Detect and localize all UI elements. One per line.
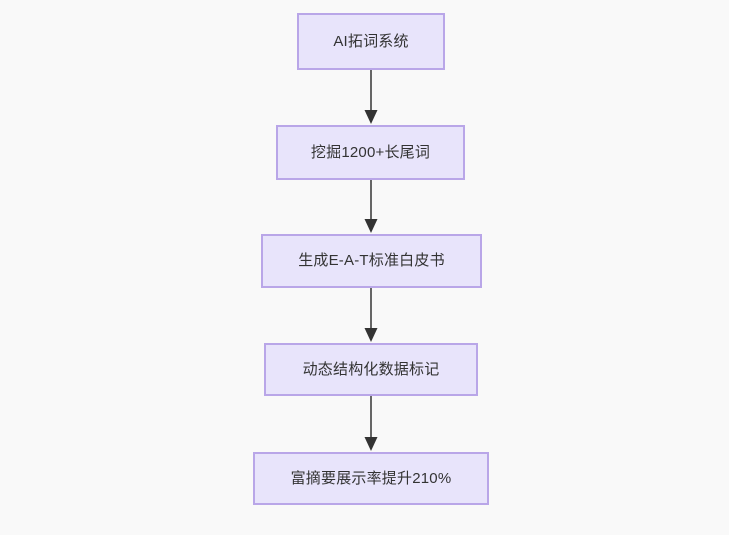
flowchart-node-label: 生成E-A-T标准白皮书 [298,252,445,269]
arrowhead-icon-n2-n3 [364,219,378,233]
flowchart-node-label: 挖掘1200+长尾词 [310,143,431,161]
arrowhead-icon-n1-n2 [364,110,378,124]
flowchart-node-ai-keyword-system[interactable]: AI拓词系统 [297,13,445,70]
flowchart-node-dynamic-structured-data-markup[interactable]: 动态结构化数据标记 [264,343,478,396]
edge-n1-to-n2 [364,70,378,124]
arrowhead-icon-n4-n5 [364,437,378,451]
flowchart-node-rich-snippet-rate-increase[interactable]: 富摘要展示率提升210% [253,452,489,505]
flowchart-node-label: 富摘要展示率提升210% [290,469,452,487]
edge-n2-to-n3 [364,180,378,233]
flowchart-node-mine-longtail-keywords[interactable]: 挖掘1200+长尾词 [276,125,465,180]
flowchart-node-label: AI拓词系统 [333,32,409,50]
edge-n3-to-n4 [364,288,378,342]
arrowhead-icon-n3-n4 [364,328,378,342]
edge-n4-to-n5 [364,396,378,451]
flowchart-node-generate-eat-whitepaper[interactable]: 生成E-A-T标准白皮书 [261,234,482,288]
flowchart-node-label: 动态结构化数据标记 [302,360,440,378]
